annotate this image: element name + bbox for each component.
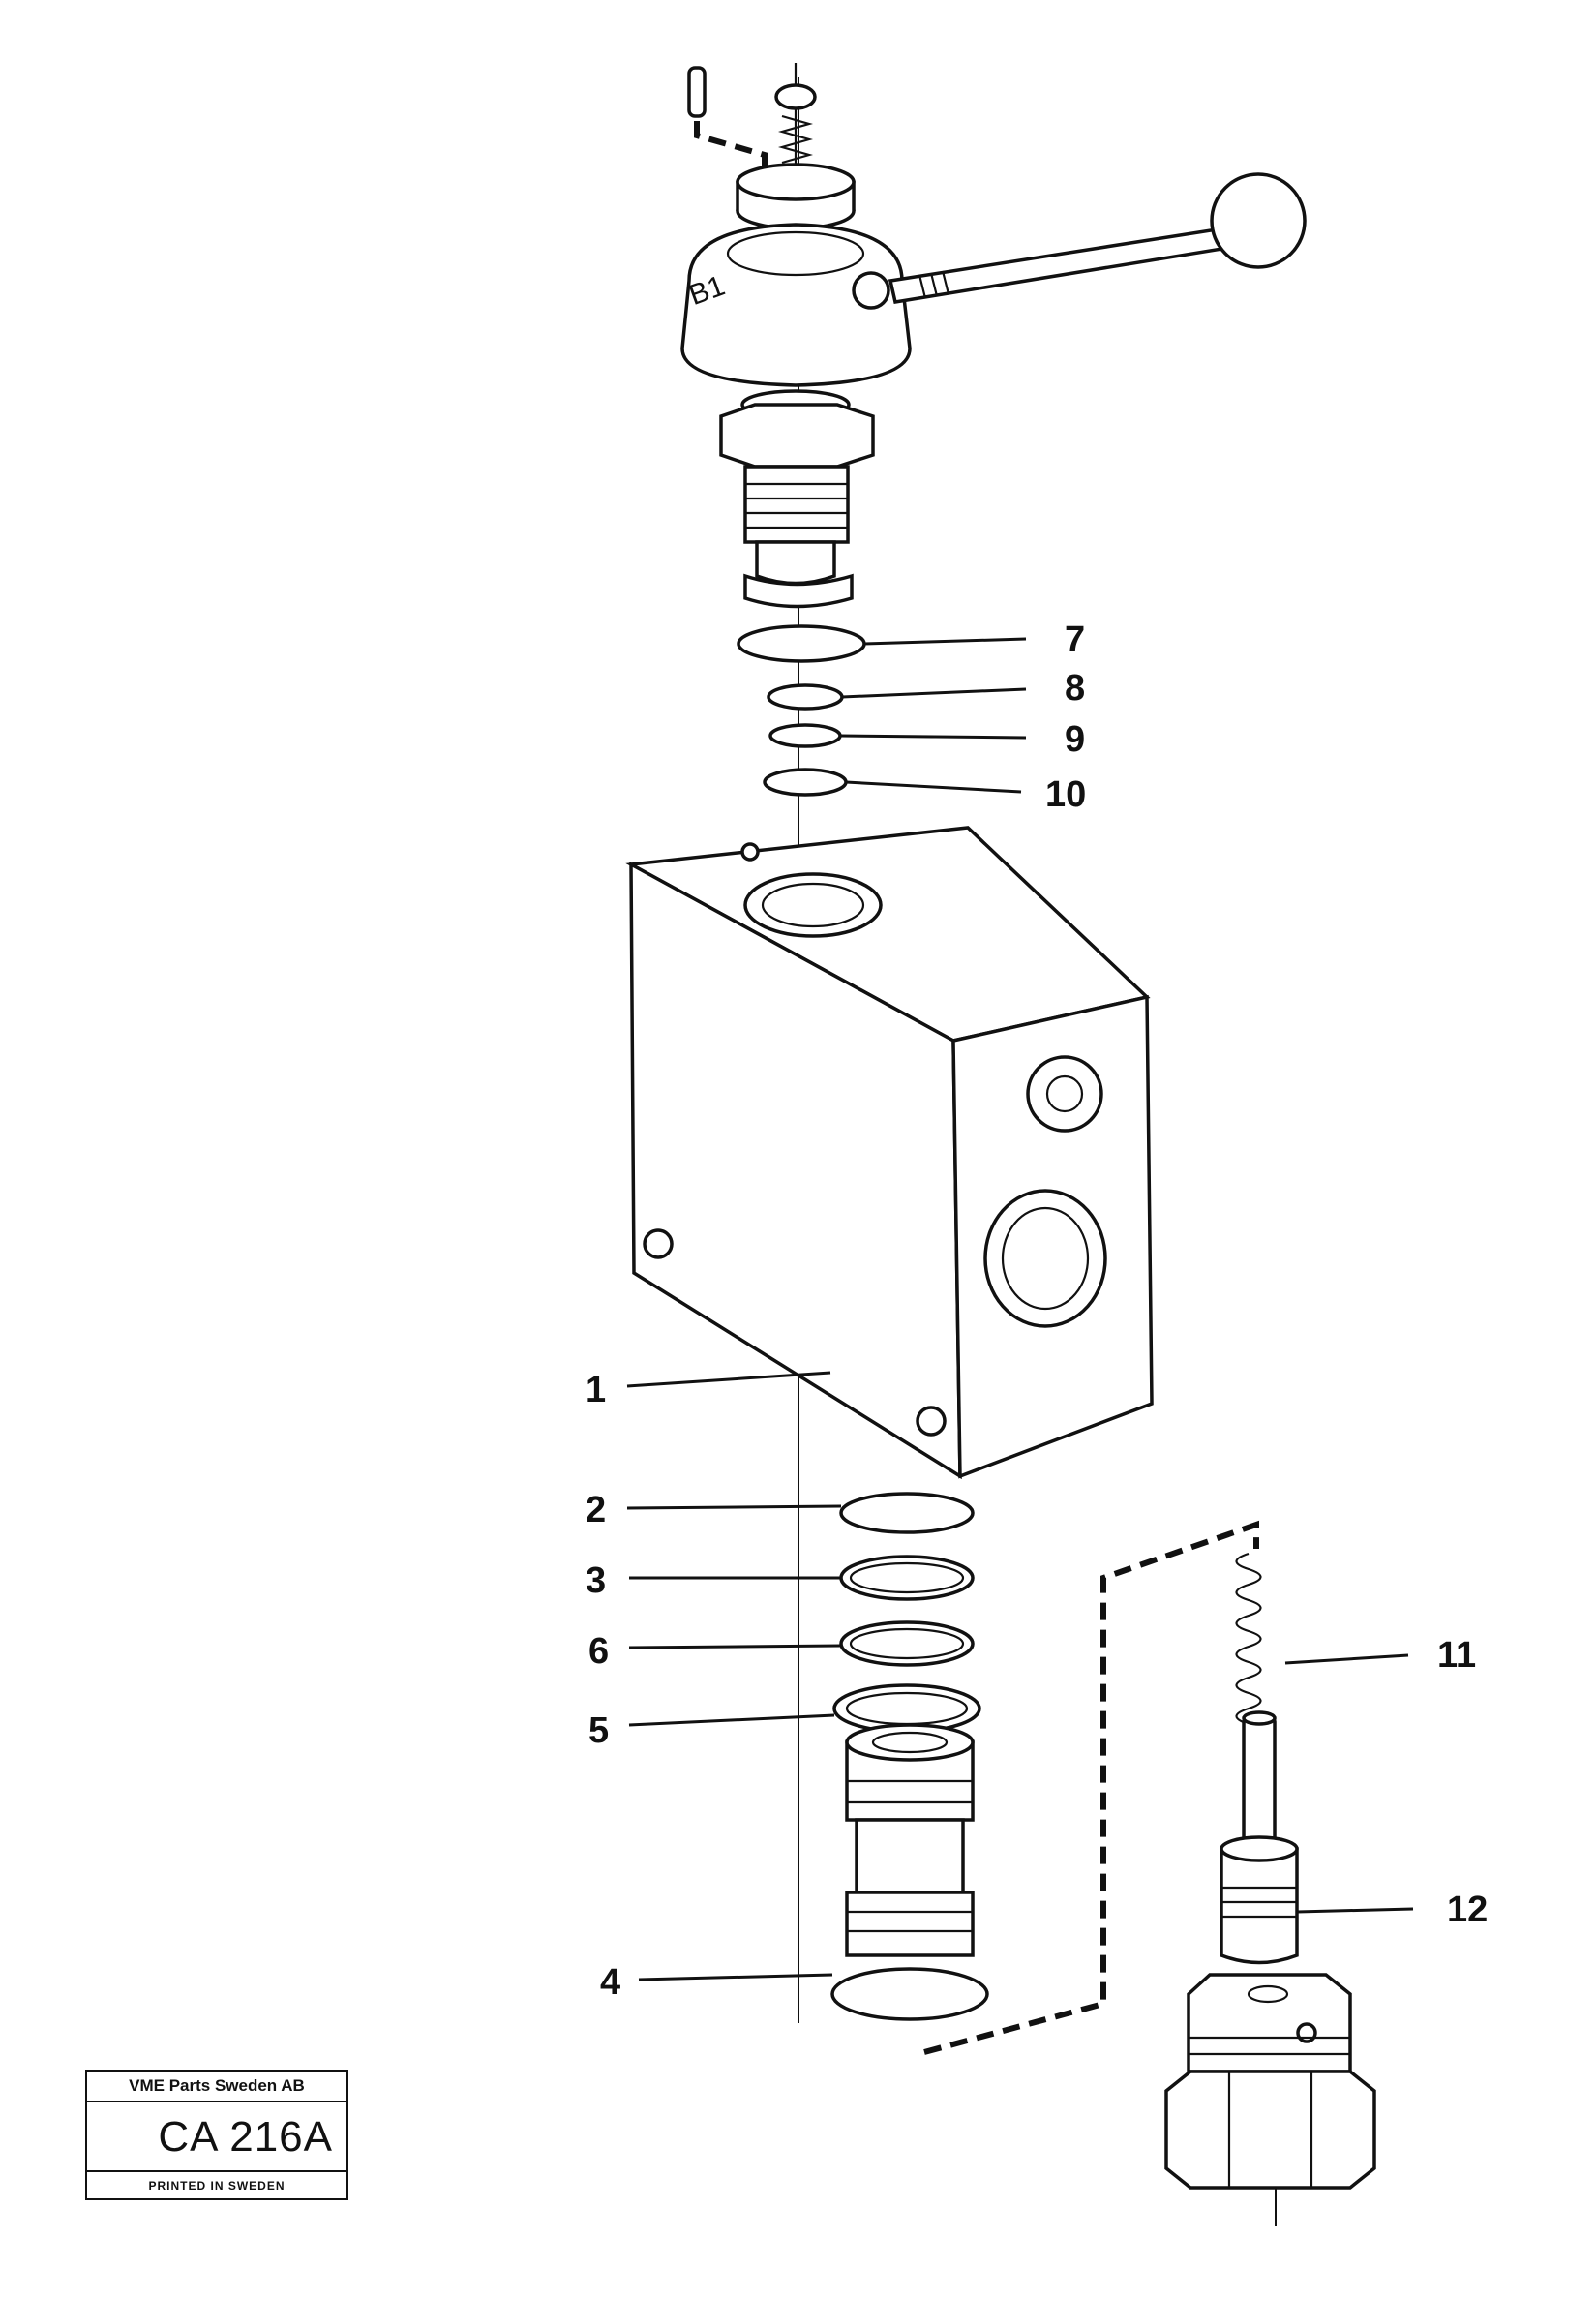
bottom-plug <box>1164 1973 1376 2226</box>
callout-9: 9 <box>1065 719 1085 760</box>
title-block-code: CA 216A <box>87 2102 346 2172</box>
title-block: VME Parts Sweden AB CA 216A PRINTED IN S… <box>85 2070 348 2200</box>
callout-2: 2 <box>586 1490 606 1530</box>
leader-8 <box>841 687 1027 699</box>
leader-2 <box>626 1504 842 1510</box>
valve-cap: B1 <box>680 223 912 387</box>
part-2-o-ring <box>839 1492 975 1534</box>
title-block-printed: PRINTED IN SWEDEN <box>148 2179 286 2193</box>
callout-3: 3 <box>586 1560 606 1601</box>
leader-12 <box>1296 1907 1414 1914</box>
part-11-spring <box>1235 1552 1262 1741</box>
valve-spool <box>719 389 875 609</box>
callout-4: 4 <box>600 1962 620 2003</box>
part-10-ring <box>763 768 848 797</box>
callout-10: 10 <box>1045 774 1086 815</box>
leader-6 <box>628 1644 842 1649</box>
part-6-ring <box>839 1620 975 1667</box>
callout-8: 8 <box>1065 668 1085 709</box>
top-screw <box>774 63 817 179</box>
callout-6: 6 <box>588 1631 609 1672</box>
lever-handle <box>888 172 1307 304</box>
assembly-dashed-link <box>923 1520 1259 2055</box>
callout-7: 7 <box>1065 620 1085 660</box>
callout-1: 1 <box>586 1370 606 1410</box>
callout-12: 12 <box>1447 1890 1488 1930</box>
leader-7 <box>863 637 1027 646</box>
leader-5 <box>628 1713 835 1727</box>
locking-pin <box>687 66 768 172</box>
part-8-ring <box>767 683 844 711</box>
leader-9 <box>839 734 1027 740</box>
callout-11: 11 <box>1437 1635 1476 1676</box>
leader-10 <box>845 780 1022 794</box>
leader-4 <box>638 1973 833 1981</box>
part-7-o-ring <box>737 624 866 663</box>
leader-11 <box>1284 1653 1409 1665</box>
handle-disc <box>736 163 856 230</box>
callout-5: 5 <box>588 1710 609 1751</box>
leader-1 <box>626 1371 831 1388</box>
part-4-spool <box>830 1723 989 2021</box>
part-9-ring <box>768 723 842 748</box>
part-12-poppet <box>1220 1710 1299 1965</box>
title-block-company: VME Parts Sweden AB <box>87 2072 346 2102</box>
part-1-valve-body <box>625 826 1154 1480</box>
